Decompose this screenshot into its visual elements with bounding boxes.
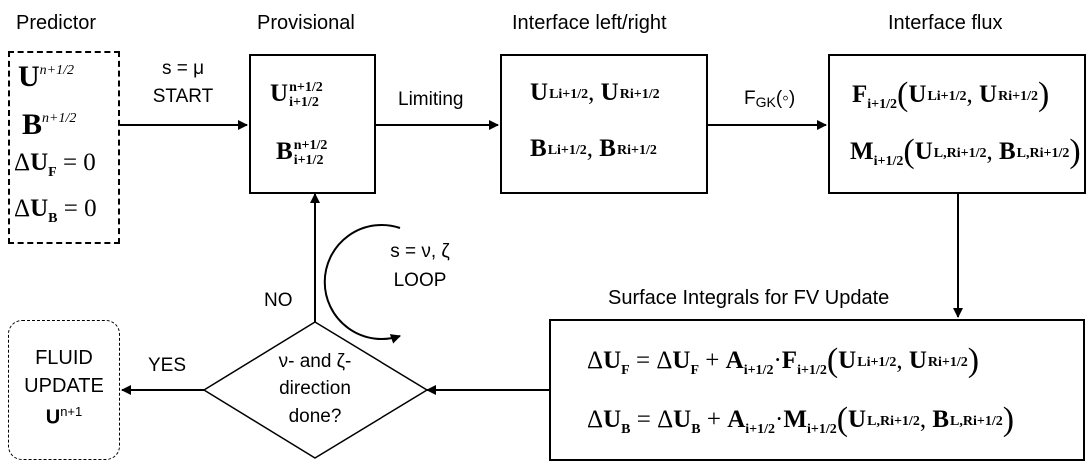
- heading-surface-integrals: Surface Integrals for FV Update: [608, 287, 890, 309]
- heading-provisional: Provisional: [257, 12, 355, 34]
- surface-du-f: ΔUF = ΔUF + Ai+1/2·Fi+1/2(ULi+1/2, URi+1…: [587, 342, 980, 379]
- interface-u-left-right: ULi+1/2, URi+1/2: [530, 79, 660, 106]
- predictor-box: [8, 51, 120, 244]
- surface-du-b: ΔUB = ΔUB + Ai+1/2·Mi+1/2(UL,Ri+1/2, BL,…: [587, 401, 1015, 438]
- fluid-line-2: UPDATE: [24, 375, 104, 397]
- predictor-du-f: ΔUF = 0: [14, 149, 96, 180]
- decision-line-3: done?: [288, 406, 342, 427]
- predictor-b: Bn+1/2: [22, 108, 77, 141]
- loop-arc: [323, 224, 401, 344]
- start-label: START: [152, 86, 214, 107]
- loop-label: LOOP: [393, 270, 447, 291]
- loop-s-nu-zeta: s = ν, ζ: [390, 241, 450, 262]
- limiting-label: Limiting: [398, 89, 464, 110]
- surface-integrals-box: [549, 319, 1085, 461]
- start-s-mu: s = μ: [161, 58, 205, 79]
- heading-interface-flux: Interface flux: [888, 12, 1003, 34]
- fgk-label: FGK(◦): [744, 88, 796, 110]
- interface-left-right-box: [500, 54, 708, 194]
- interface-b-left-right: BLi+1/2, BRi+1/2: [530, 135, 657, 162]
- yes-label: YES: [148, 355, 187, 376]
- decision-diamond: [202, 321, 429, 459]
- fluid-line-1: FLUID: [35, 347, 93, 369]
- predictor-du-b: ΔUB = 0: [14, 195, 97, 226]
- heading-predictor: Predictor: [16, 12, 97, 34]
- fluid-u-n1: Un+1: [45, 404, 83, 429]
- decision-line-2: direction: [279, 378, 351, 399]
- predictor-u: Un+1/2: [18, 60, 75, 93]
- no-label: NO: [264, 290, 293, 311]
- fluid-update-box: [8, 320, 120, 460]
- decision-line-1: ν- and ζ-: [278, 351, 352, 372]
- flux-m: Mi+1/2(UL,Ri+1/2, BL,Ri+1/2): [850, 133, 1081, 170]
- provisional-box: [249, 54, 376, 194]
- heading-interface-left-right: Interface left/right: [512, 12, 667, 34]
- flux-f: Fi+1/2(ULi+1/2, URi+1/2): [852, 76, 1050, 113]
- interface-flux-box: [828, 54, 1086, 194]
